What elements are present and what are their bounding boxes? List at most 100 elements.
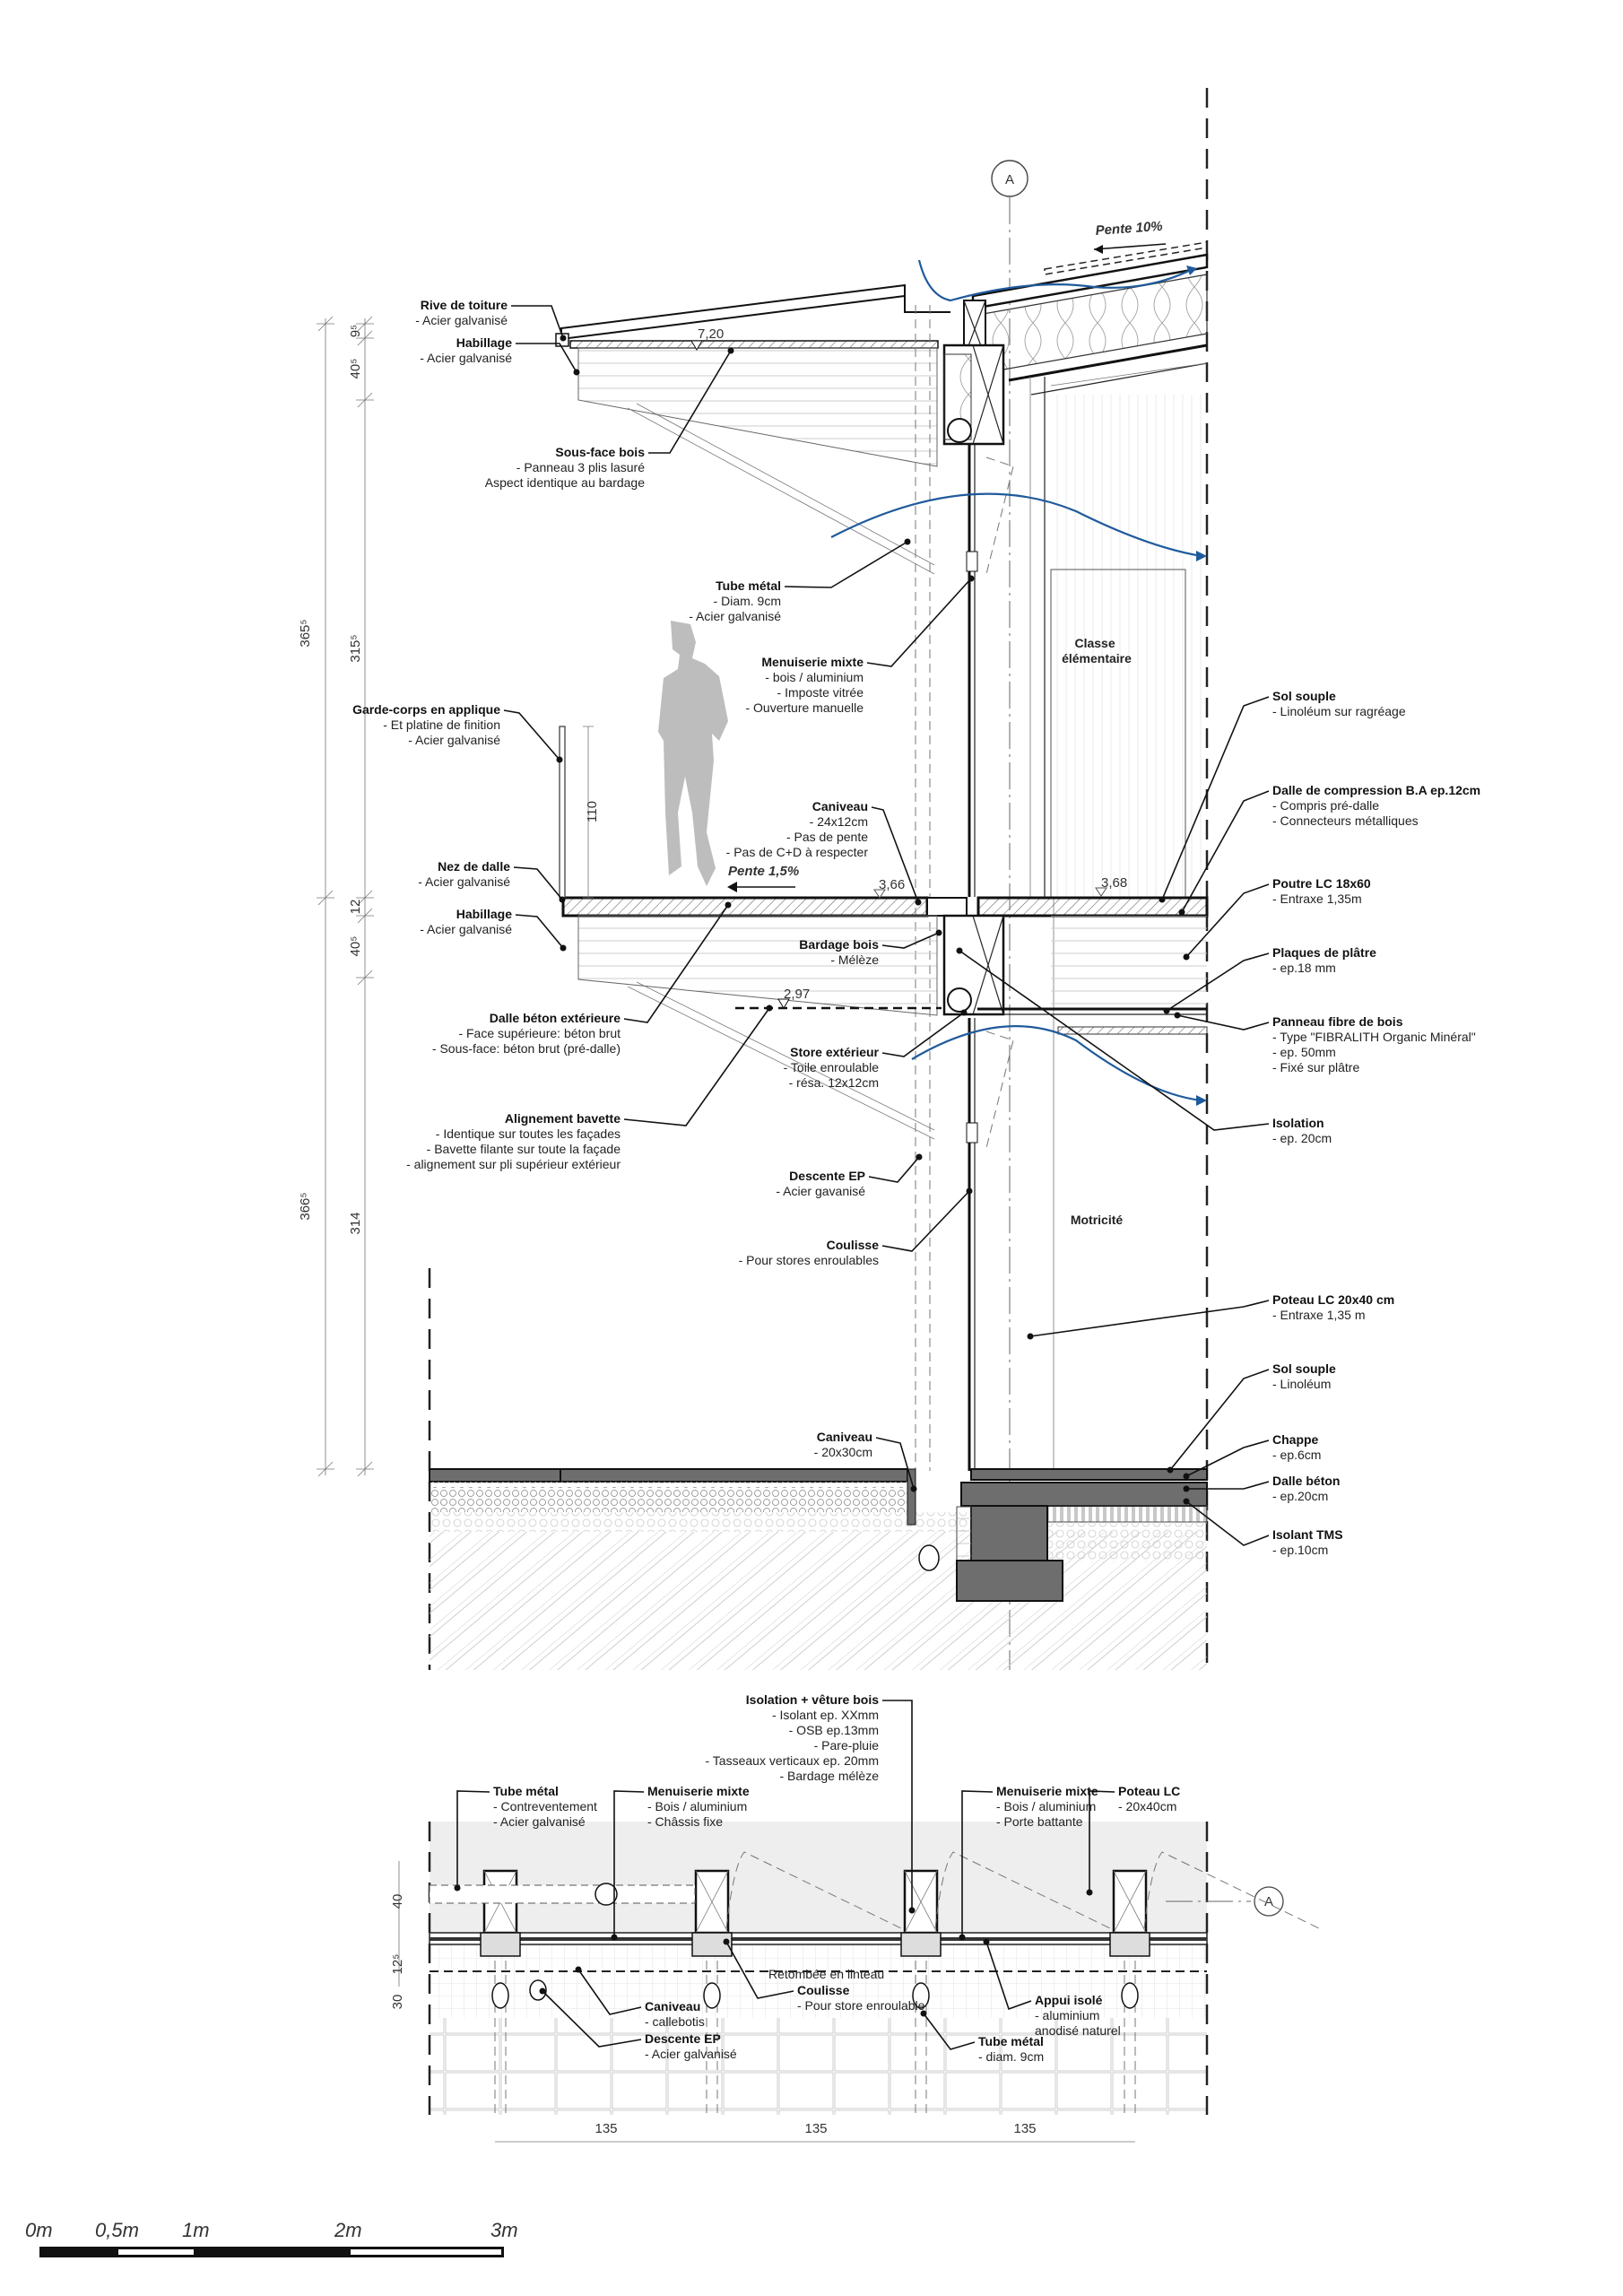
leader-dot [575,1966,582,1973]
leader-line [1161,696,1270,900]
leader-line [871,806,919,903]
roof-canopy [555,283,950,575]
section-annotation: Habillage- Acier galvanisé [420,335,580,376]
annotation-detail: - Tasseaux verticaux ep. 20mm [706,1753,880,1768]
annotation-detail: - Linoléum [1272,1377,1331,1391]
annotation-detail: Aspect identique au bardage [485,475,645,490]
vertical-section: A [298,88,1480,1670]
leader-line [866,578,972,667]
dim-inner: 40⁵ [348,936,363,957]
plan-dim-vertical: 12⁵ [390,1954,405,1975]
leader-dot [1086,1889,1093,1896]
leader-dot [560,335,567,342]
leader-line [868,1156,920,1183]
room-label-line: élémentaire [1062,651,1132,665]
annotation-detail: - Isolant ep. XXmm [772,1708,879,1722]
annotation-title: Dalle béton [1272,1474,1340,1488]
dim-guardrail: 110 [585,801,600,822]
section-annotation: Plaques de plâtre- ep.18 mm [1163,945,1376,1014]
section-annotation: Descente EP- Acier gavanisé [776,1153,923,1198]
annotation-detail: - Toile enroulable [784,1060,880,1074]
dim-outer-lower: 366⁵ [298,1192,313,1220]
annotation-title: Caniveau [812,799,868,813]
annotation-detail: - Sous-face: béton brut (pré-dalle) [432,1041,621,1056]
annotation-detail: - Imposte vitrée [777,685,864,700]
leader-dot [983,1938,990,1945]
plan-annotation: Tube métal- diam. 9cm [920,2010,1044,2064]
annotation-title: Menuiserie mixte [761,655,864,669]
annotation-detail: - Face supérieure: béton brut [458,1026,621,1040]
annotation-detail: - ep.18 mm [1272,961,1336,975]
leader-dot [1178,909,1185,916]
leader-dot [727,347,734,354]
level-soffit: 2,97 [784,987,810,1002]
annotation-detail: - Acier galvanisé [420,351,512,365]
plan-span: 135 [1013,2121,1036,2136]
section-annotation: Sol souple- Linoléum [1167,1361,1336,1474]
leader-dot [960,1009,968,1016]
annotation-detail: - Pare-pluie [814,1738,880,1752]
section-annotation: Dalle béton extérieure- Face supérieure:… [432,901,732,1056]
annotation-title: Dalle béton extérieure [490,1011,621,1025]
leader-dot [454,1884,461,1892]
leader-line [542,1990,642,2048]
airflow-arrows [830,259,1207,1106]
annotation-title: Store extérieur [790,1045,879,1059]
level-floor: 3,68 [1101,875,1127,891]
plan-span: 135 [804,2121,827,2136]
leader-line [1169,1369,1270,1471]
section-annotation: Sous-face bois- Panneau 3 plis lasuréAsp… [485,347,734,490]
plan-dim-vertical: 40 [390,1894,405,1909]
section-annotation: Isolation- ep. 20cm [956,947,1332,1145]
section-annotation: Store extérieur- Toile enroulable- résa.… [784,1009,968,1090]
leader-dot [1163,1007,1170,1014]
leader-dot [956,947,963,954]
section-annotation: Rive de toiture- Acier galvanisé [415,298,567,342]
dim-inner: 315⁵ [348,634,363,662]
plan-column [900,1869,942,2115]
plan-annotation: Isolation + vêture bois- Isolant ep. XXm… [706,1692,916,1914]
leader-dot [915,899,922,906]
section-annotation: Panneau fibre de bois- Type "FIBRALITH O… [1174,1012,1476,1074]
annotation-detail: - Pas de pente [786,830,868,844]
leader-line [881,932,940,949]
annotation-detail: - ep. 20cm [1272,1131,1332,1145]
annotation-detail: - Acier galvanisé [645,2047,737,2061]
dim-inner: 12 [348,900,363,915]
axis-marker-a-plan: A [1254,1886,1284,1917]
leader-line [1185,1500,1270,1546]
annotation-detail: - 20x40cm [1118,1799,1176,1813]
annotation-title: Coulisse [797,1983,850,1997]
annotation-detail: - Type "FIBRALITH Organic Minéral" [1272,1030,1476,1044]
axis-label: A [1005,172,1014,187]
annotation-title: Dalle de compression B.A ep.12cm [1272,783,1480,797]
annotation-detail: - Identique sur toutes les façades [436,1126,621,1141]
roof-slope-label: Pente 10% [1095,219,1163,239]
leader-line [456,1790,490,1888]
annotation-title: Tube métal [716,578,781,593]
annotation-title: Garde-corps en applique [352,702,500,717]
leader-line [1185,1439,1270,1477]
leader-dot [560,944,567,952]
human-silhouette [658,621,728,886]
leader-dot [1174,1012,1181,1019]
leader-dot [910,1485,917,1492]
leader-dot [556,756,563,763]
balcony-slope-label: Pente 1,5% [728,864,799,879]
leader-line [577,1969,642,2015]
section-annotations: Rive de toiture- Acier galvaniséHabillag… [352,298,1480,1557]
plan-annotation: Descente EP- Acier galvanisé [539,1987,737,2061]
leader-dot [908,1907,916,1914]
leader-line [881,1012,965,1057]
leader-dot [611,1934,618,1941]
leader-line [515,914,564,949]
ground-floor [429,1468,1208,1670]
annotation-detail: - Diam. 9cm [714,594,781,608]
annotation-detail: - Acier galvanisé [418,874,510,889]
annotation-title: Isolation + vêture bois [746,1692,879,1707]
section-annotation: Bardage bois- Mélèze [799,929,942,967]
leader-dot [959,1934,966,1941]
annotation-detail: - Pour store enroulable [797,1998,925,2013]
leader-dot [904,538,911,545]
